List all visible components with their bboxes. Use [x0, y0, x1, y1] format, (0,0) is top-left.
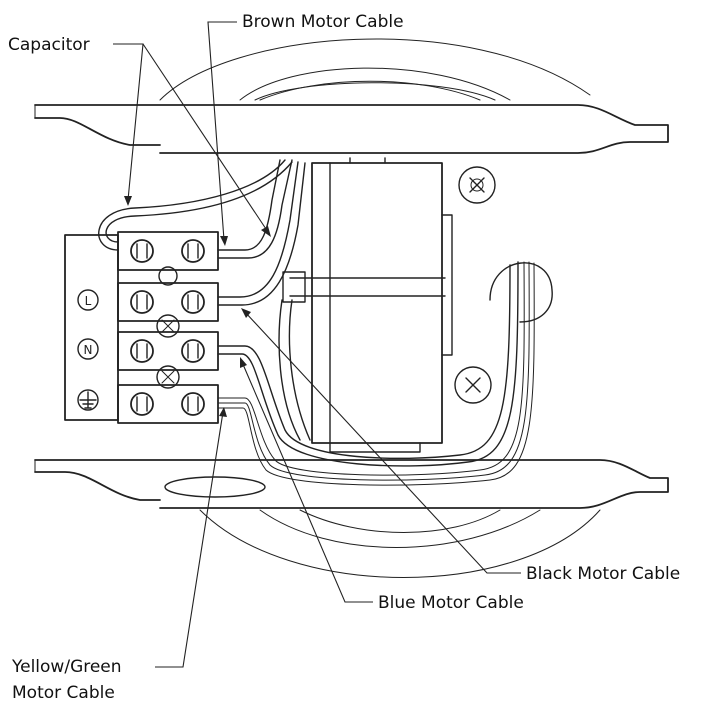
- screw-bottom-right: [454, 366, 492, 404]
- earth-terminal-symbol: [77, 389, 99, 411]
- capacitor-label: Capacitor: [8, 35, 90, 55]
- terminal-screws: [130, 239, 205, 416]
- brown-motor-cable-label: Brown Motor Cable: [242, 12, 404, 32]
- leader-lines: [113, 21, 521, 668]
- motor-housing: [159, 38, 601, 578]
- separator-screw-2: [156, 365, 180, 389]
- capacitor-body: [282, 157, 453, 453]
- black-motor-cable-label: Black Motor Cable: [526, 564, 680, 584]
- yellow-green-label-line1: Yellow/Green: [11, 657, 122, 677]
- neutral-terminal-symbol: N: [77, 338, 99, 360]
- live-symbol-text: L: [85, 294, 92, 308]
- upper-mounting-bar: [34, 104, 669, 154]
- mounting-slot: [164, 476, 266, 498]
- lower-mounting-bar: [34, 459, 669, 509]
- screw-top-right: [458, 166, 496, 204]
- live-terminal-symbol: L: [77, 289, 99, 311]
- terminal-block: L N: [64, 231, 219, 424]
- cable-grommet: [489, 262, 553, 323]
- neutral-symbol-text: N: [84, 343, 93, 357]
- motor-cables: [98, 159, 535, 486]
- separator-screw-1: [156, 314, 180, 338]
- blue-motor-cable-label: Blue Motor Cable: [378, 593, 524, 613]
- yellow-green-label-line2: Motor Cable: [12, 683, 115, 703]
